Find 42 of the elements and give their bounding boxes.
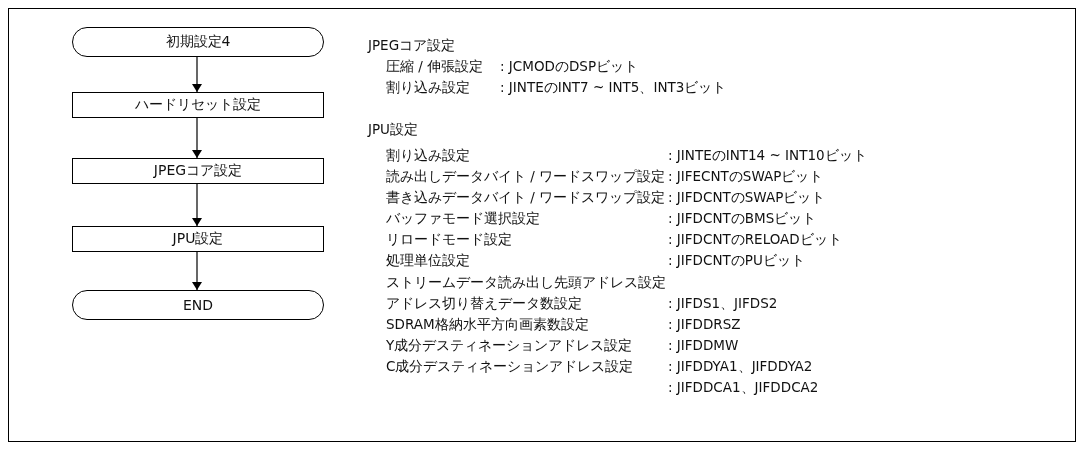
register-value: : JIFDCNTのBMSビット xyxy=(668,210,817,226)
register-value: : JIFDDYA1、JIFDDYA2 xyxy=(668,358,813,374)
setting-name: C成分デスティネーションアドレス設定 xyxy=(386,358,634,374)
arrow xyxy=(192,183,202,227)
arrow xyxy=(192,251,202,291)
setting-name: 圧縮 / 伸張設定 xyxy=(386,58,484,74)
process-box xyxy=(72,158,324,184)
register-value: : JINTEのINT14 ~ INT10ビット xyxy=(668,147,867,163)
register-value: : JCMODのDSPビット xyxy=(500,58,639,74)
node-label: JPEGコア設定 xyxy=(153,162,243,180)
register-value: : JIFDDMW xyxy=(668,337,739,353)
register-value: : JIFDS1、JIFDS2 xyxy=(668,295,778,311)
setting-name: 書き込みデータバイト / ワードスワップ設定 xyxy=(386,189,666,205)
arrow xyxy=(192,56,202,93)
process-box xyxy=(72,92,324,118)
register-value: : JIFDDRSZ xyxy=(668,316,741,332)
setting-name: バッファモード選択設定 xyxy=(386,210,540,226)
section-heading: JPU設定 xyxy=(368,121,418,137)
arrow xyxy=(192,117,202,159)
register-value: : JIFECNTのSWAPビット xyxy=(668,168,824,184)
register-value: : JINTEのINT7 ~ INT5、INT3ビット xyxy=(500,79,727,95)
register-value: : JIFDDCA1、JIFDDCA2 xyxy=(668,379,819,395)
register-value: : JIFDCNTのSWAPビット xyxy=(668,189,826,205)
terminal-box xyxy=(72,290,324,320)
setting-name: ストリームデータ読み出し先頭アドレス設定 xyxy=(386,274,666,290)
node-label: JPU設定 xyxy=(172,230,224,248)
setting-name: SDRAM格納水平方向画素数設定 xyxy=(386,316,589,332)
setting-name: 処理単位設定 xyxy=(386,252,470,268)
setting-name: リロードモード設定 xyxy=(386,231,512,247)
setting-name: 割り込み設定 xyxy=(386,147,470,163)
node-label: END xyxy=(182,297,214,313)
node-label: ハードリセット設定 xyxy=(135,96,261,114)
setting-name: Y成分デスティネーションアドレス設定 xyxy=(386,337,633,353)
register-value: : JIFDCNTのRELOADビット xyxy=(668,231,842,247)
setting-name: 読み出しデータバイト / ワードスワップ設定 xyxy=(386,168,666,184)
register-value: : JIFDCNTのPUビット xyxy=(668,252,805,268)
section-heading: JPEGコア設定 xyxy=(368,37,456,53)
setting-name: アドレス切り替えデータ数設定 xyxy=(386,295,582,311)
terminal-box xyxy=(72,27,324,57)
setting-name: 割り込み設定 xyxy=(386,79,470,95)
node-label: 初期設定4 xyxy=(165,33,231,51)
process-box xyxy=(72,226,324,252)
